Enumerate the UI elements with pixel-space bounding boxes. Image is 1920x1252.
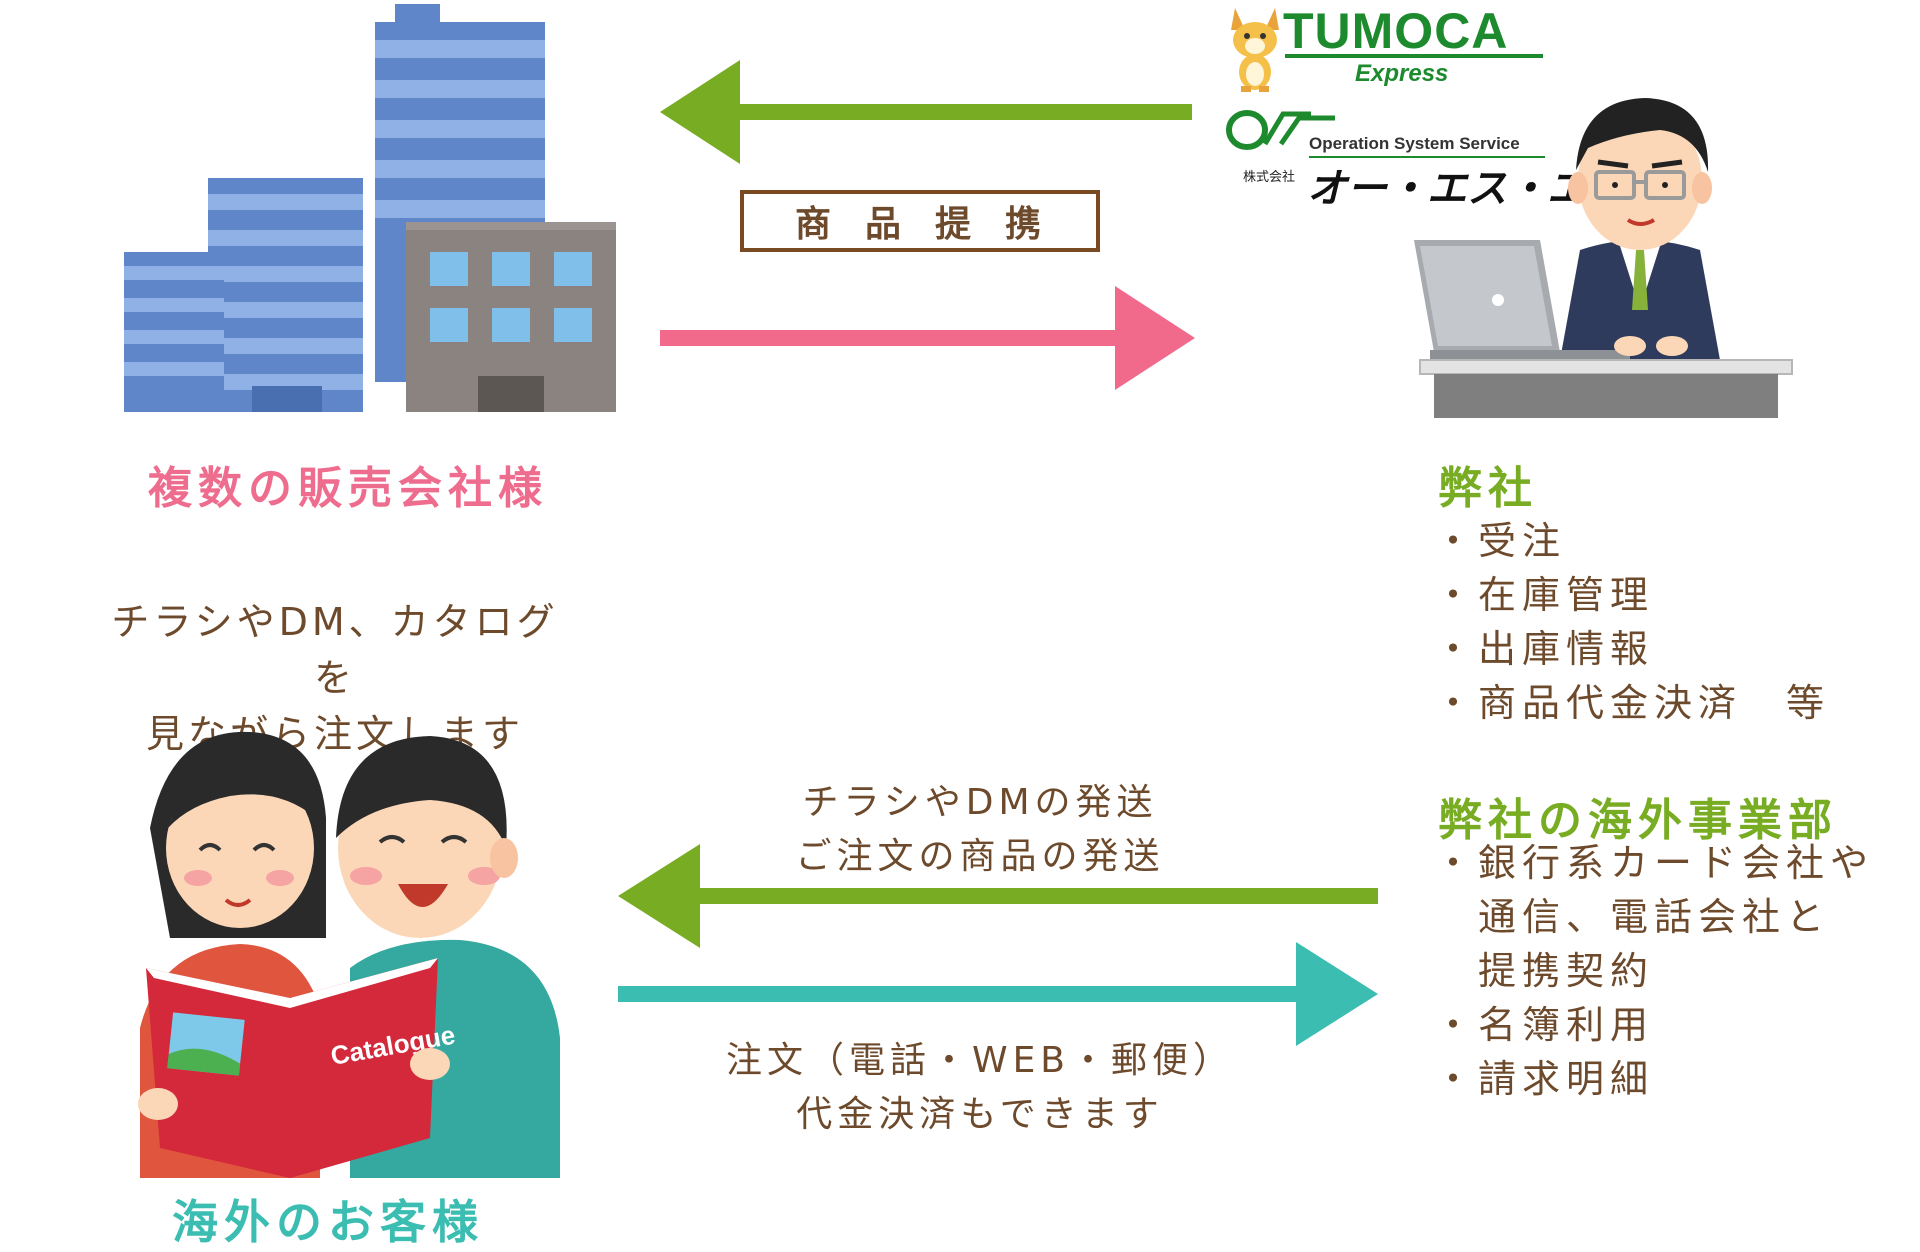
office-buildings-illustration (124, 4, 616, 412)
tumoca-express-logo: TUMOCA Express (1225, 2, 1545, 92)
shipping-caption-line1: チラシやDMの発送 (802, 782, 1158, 823)
arrow-to-overseas-division (618, 942, 1378, 1046)
overseas-division-list: ・銀行系カード会社や 通信、電話会社と 提携契約 ・名簿利用 ・請求明細 (1434, 836, 1874, 1106)
order-caption-line2: 代金決済もできます (796, 1094, 1164, 1135)
tumoca-underline (1285, 54, 1543, 58)
oss-tagline: Operation System Service (1309, 134, 1520, 153)
company-task-list: ・受注 ・在庫管理 ・出庫情報 ・商品代金決済 等 (1434, 514, 1830, 730)
fox-mascot-icon (1231, 8, 1279, 92)
overseas-item-telecom: 通信、電話会社と (1434, 895, 1831, 939)
overseas-item-card-companies: ・銀行系カード会社や (1434, 841, 1875, 885)
shipping-caption-line2: ご注文の商品の発送 (795, 836, 1165, 877)
oss-company-prefix: 株式会社 (1243, 170, 1296, 185)
company-task-shipping-info: ・出庫情報 (1434, 627, 1655, 671)
customer-caption-line1: チラシやDM、カタログを (111, 600, 559, 700)
overseas-customers-label: 海外のお客様 (172, 1195, 484, 1249)
overseas-item-contract: 提携契約 (1434, 949, 1655, 993)
oss-tagline-underline (1309, 156, 1545, 158)
overseas-item-mailing-list: ・名簿利用 (1434, 1003, 1655, 1047)
product-partnership-badge: 商品提携 (740, 190, 1100, 252)
company-task-inventory: ・在庫管理 (1434, 573, 1655, 617)
shipping-caption: チラシやDMの発送 ご注文の商品の発送 (760, 776, 1200, 884)
arrow-to-customer (618, 844, 1378, 948)
order-caption: 注文（電話・WEB・郵便） 代金決済もできます (700, 1034, 1260, 1142)
company-title: 弊社 (1438, 463, 1538, 514)
office-worker-illustration (1414, 98, 1793, 418)
express-wordmark: Express (1355, 60, 1449, 87)
overseas-division-title: 弊社の海外事業部 (1438, 795, 1838, 846)
company-task-payment: ・商品代金決済 等 (1434, 681, 1831, 725)
tumoca-wordmark: TUMOCA (1283, 3, 1509, 59)
oss-mark-icon (1226, 110, 1335, 150)
overseas-item-billing: ・請求明細 (1434, 1057, 1655, 1101)
order-caption-line1: 注文（電話・WEB・郵便） (725, 1040, 1235, 1081)
customers-reading-catalogue-illustration: Catalogue (138, 731, 560, 1178)
company-task-order: ・受注 (1434, 519, 1567, 563)
arrow-to-partners (660, 60, 1192, 164)
arrow-to-company (660, 286, 1195, 390)
partners-label: 複数の販売会社様 (148, 463, 548, 514)
